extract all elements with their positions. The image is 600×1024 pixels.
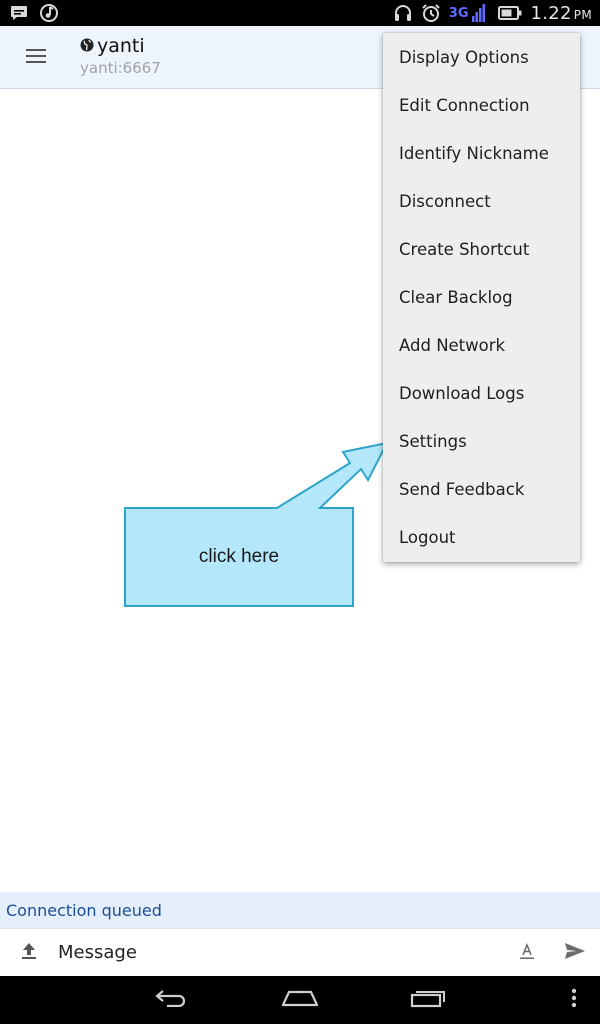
- menu-item-clear-backlog[interactable]: Clear Backlog: [399, 287, 513, 307]
- upload-icon: [21, 942, 37, 964]
- menu-item-create-shortcut[interactable]: Create Shortcut: [399, 239, 530, 259]
- overflow-menu: Display Options Edit Connection Identify…: [383, 33, 580, 562]
- chat-notification-icon: [9, 3, 29, 23]
- home-button[interactable]: [270, 976, 330, 1024]
- menu-item-display-options[interactable]: Display Options: [399, 47, 529, 67]
- app-title: yanti: [97, 35, 145, 57]
- status-left: [0, 3, 59, 23]
- text-format-button[interactable]: [504, 929, 550, 977]
- overflow-menu-list: Display Options Edit Connection Identify…: [383, 33, 580, 561]
- message-input[interactable]: [58, 932, 504, 973]
- alarm-icon: [421, 3, 441, 23]
- clock-ampm: PM: [573, 7, 592, 22]
- more-vert-icon: [571, 988, 577, 1012]
- upload-button[interactable]: [0, 929, 58, 977]
- music-note-icon: [39, 3, 59, 23]
- signal-icon: [469, 3, 489, 23]
- battery-icon: [497, 3, 523, 23]
- text-format-icon: [518, 942, 536, 964]
- app-subtitle: yanti:6667: [80, 59, 161, 77]
- hamburger-menu-icon: [26, 48, 46, 67]
- recents-icon: [410, 988, 446, 1012]
- menu-item-add-network[interactable]: Add Network: [399, 335, 506, 355]
- back-button[interactable]: [142, 976, 202, 1024]
- callout-text: click here: [198, 546, 280, 567]
- headset-icon: [393, 3, 413, 23]
- more-options-button[interactable]: [560, 976, 588, 1024]
- globe-icon: [80, 37, 94, 56]
- menu-item-identify-nickname[interactable]: Identify Nickname: [399, 143, 549, 163]
- send-button[interactable]: [550, 929, 600, 977]
- system-navigation-bar: [0, 976, 600, 1024]
- menu-item-settings[interactable]: Settings: [399, 431, 467, 451]
- clock-time: 1.22: [530, 2, 572, 24]
- menu-item-logout[interactable]: Logout: [399, 527, 456, 547]
- message-composer: [0, 928, 600, 976]
- recents-button[interactable]: [398, 976, 458, 1024]
- menu-item-disconnect[interactable]: Disconnect: [399, 191, 491, 211]
- menu-item-send-feedback[interactable]: Send Feedback: [399, 479, 525, 499]
- title-row: yanti: [80, 35, 161, 57]
- home-icon: [281, 989, 319, 1011]
- send-icon: [564, 942, 586, 964]
- menu-item-edit-connection[interactable]: Edit Connection: [399, 95, 530, 115]
- connection-status-bar: Connection queued: [0, 892, 600, 928]
- navigation-drawer-button[interactable]: [0, 26, 72, 89]
- menu-item-download-logs[interactable]: Download Logs: [399, 383, 525, 403]
- app-title-area[interactable]: yanti yanti:6667: [80, 35, 161, 77]
- connection-status-text: Connection queued: [6, 900, 162, 920]
- back-icon: [155, 989, 189, 1011]
- network-type: 3G: [448, 5, 469, 21]
